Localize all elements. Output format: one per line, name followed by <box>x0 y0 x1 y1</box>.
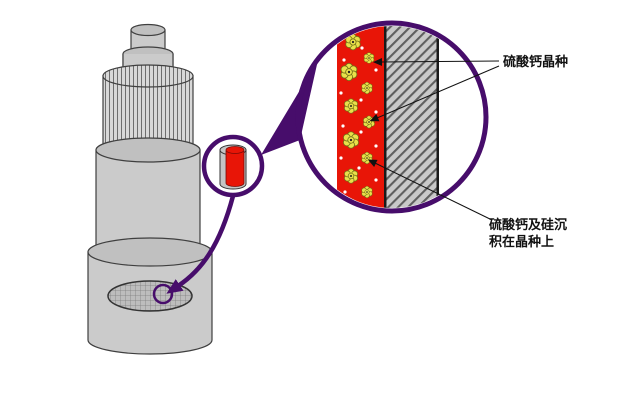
leader-seed-2 <box>369 65 500 122</box>
crystal-cluster <box>363 52 375 64</box>
magnifier-large <box>295 20 489 214</box>
crystal-cluster <box>340 62 358 82</box>
module-body-lower <box>87 237 213 355</box>
fiber-tube <box>219 144 247 190</box>
label-seed-crystal: 硫酸钙晶种 <box>503 54 568 70</box>
leader-lines <box>367 57 500 221</box>
membrane-module <box>87 23 213 355</box>
label-deposit-line2: 积在晶种上 <box>489 234 554 250</box>
magnifier-small <box>201 134 265 198</box>
scale-layer-red <box>337 26 384 208</box>
crystal-cluster <box>342 131 360 149</box>
crystal-cluster <box>361 81 373 95</box>
membrane-wall-border-left <box>384 26 387 208</box>
zoom-arrow-curve <box>166 195 236 294</box>
crystal-cluster <box>343 168 359 184</box>
crystal-cluster <box>343 98 359 114</box>
leader-seed-1 <box>373 57 500 66</box>
membrane-wall-hatched <box>386 26 437 208</box>
crystal-cluster <box>362 115 376 129</box>
crystal-cluster <box>361 185 373 199</box>
label-deposit-line1: 硫酸钙及硅沉 <box>489 217 567 233</box>
membrane-wall-border-right <box>436 26 439 208</box>
opening-highlight-circle <box>152 283 174 305</box>
leader-deposit <box>367 159 493 221</box>
crystal-cluster <box>361 151 373 165</box>
